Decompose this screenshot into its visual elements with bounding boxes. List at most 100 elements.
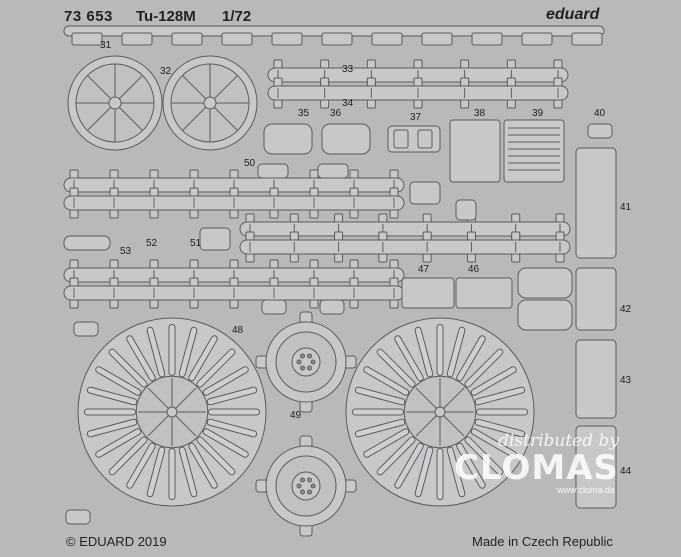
radial-blade-face — [415, 447, 433, 497]
bolt-hole — [307, 489, 312, 495]
strip-tab — [109, 277, 119, 287]
part-31-link — [521, 32, 553, 46]
strip-tab — [422, 231, 432, 241]
radial-spoke — [147, 387, 173, 413]
bolt-hole — [307, 365, 312, 371]
strip-tab — [229, 299, 239, 309]
strip-tab — [189, 299, 199, 309]
strip-tab — [269, 187, 279, 197]
radial-blade-face — [197, 349, 235, 387]
part-number-32: 32 — [160, 66, 172, 77]
part-38-panel — [449, 119, 501, 183]
bolt-hole — [307, 477, 312, 483]
part-47 — [401, 277, 455, 309]
part-number-50: 50 — [244, 158, 256, 169]
radial-blade-face — [189, 443, 217, 488]
strip-tab — [229, 259, 239, 269]
part-42 — [575, 267, 617, 331]
radial-blade-face — [355, 387, 405, 405]
radial-spoke — [147, 411, 173, 437]
strip-tab — [189, 209, 199, 219]
part-31-link — [571, 32, 603, 46]
part-35 — [263, 123, 313, 155]
part-number-39: 39 — [532, 108, 544, 119]
strip-tab — [69, 209, 79, 219]
radial-blade-face — [447, 447, 465, 497]
part-50-tag-m — [319, 299, 345, 315]
strip-tab — [553, 99, 563, 109]
radial-blade-face — [87, 387, 137, 405]
part-51 — [199, 227, 231, 251]
part-51-upper — [409, 181, 441, 205]
strip-tab — [511, 213, 521, 223]
strip-tab — [349, 209, 359, 219]
strip-tab — [389, 169, 399, 179]
strip-tab — [309, 299, 319, 309]
part-number-43: 43 — [620, 375, 632, 386]
part-40-tag — [73, 321, 99, 337]
brand-logo: eduard — [546, 6, 600, 23]
strip-tab — [149, 259, 159, 269]
radial-blade-face — [87, 419, 137, 437]
radial-blade-face — [109, 437, 147, 475]
part-number-40: 40 — [594, 108, 606, 119]
strip-tab — [149, 277, 159, 287]
radial-spoke — [415, 411, 441, 437]
strip-tab — [506, 77, 516, 87]
strip-tab — [422, 253, 432, 263]
radial-blade-face — [109, 349, 147, 387]
radial-hub — [434, 406, 446, 418]
etched-parts — [63, 25, 617, 537]
strip-tab — [366, 59, 376, 69]
part-50-right — [317, 163, 349, 179]
strip-tab — [511, 231, 521, 241]
radial-spoke — [439, 387, 465, 413]
strip-tab — [413, 59, 423, 69]
part-number-36: 36 — [330, 108, 342, 119]
part-50-small — [455, 199, 477, 221]
part-number-49: 49 — [290, 410, 302, 421]
radial-blade-face — [471, 429, 516, 457]
radial-blade-face — [465, 349, 503, 387]
part-31-link — [271, 32, 303, 46]
bolt-hole — [296, 359, 302, 365]
strip-tab — [506, 59, 516, 69]
strip-tab — [149, 169, 159, 179]
strip-tab — [378, 253, 388, 263]
part-36 — [321, 123, 371, 155]
strip-tab — [273, 77, 283, 87]
strip-tab — [555, 213, 565, 223]
radial-blade-face — [127, 443, 155, 488]
strip-tab — [320, 59, 330, 69]
strip-tab — [109, 187, 119, 197]
radial-blade-face — [475, 387, 525, 405]
strip-tab — [273, 59, 283, 69]
strip-tab — [189, 259, 199, 269]
radial-blade-face — [207, 387, 257, 405]
radial-blade-face — [364, 367, 409, 395]
radial-spoke — [171, 387, 197, 413]
strip-tab — [389, 299, 399, 309]
part-31-link — [371, 32, 403, 46]
radial-spoke — [415, 387, 441, 413]
part-36-lower — [517, 267, 573, 299]
strip-tab — [309, 277, 319, 287]
part-43 — [575, 339, 617, 419]
strip-tab — [389, 209, 399, 219]
strip-tab — [69, 277, 79, 287]
radial-blade-face — [377, 349, 415, 387]
part-number-33: 33 — [342, 64, 354, 75]
part-number-48: 48 — [232, 325, 244, 336]
strip-tab — [229, 209, 239, 219]
part-number-51: 51 — [190, 238, 202, 249]
strip-tab — [320, 99, 330, 109]
radial-hub — [166, 406, 178, 418]
strip-tab — [349, 277, 359, 287]
strip-tab — [553, 59, 563, 69]
strip-tab — [460, 77, 470, 87]
strip-tab — [69, 187, 79, 197]
radial-blade-face — [395, 443, 423, 488]
part-35-lower — [517, 299, 573, 331]
radial-blade-face — [127, 336, 155, 381]
